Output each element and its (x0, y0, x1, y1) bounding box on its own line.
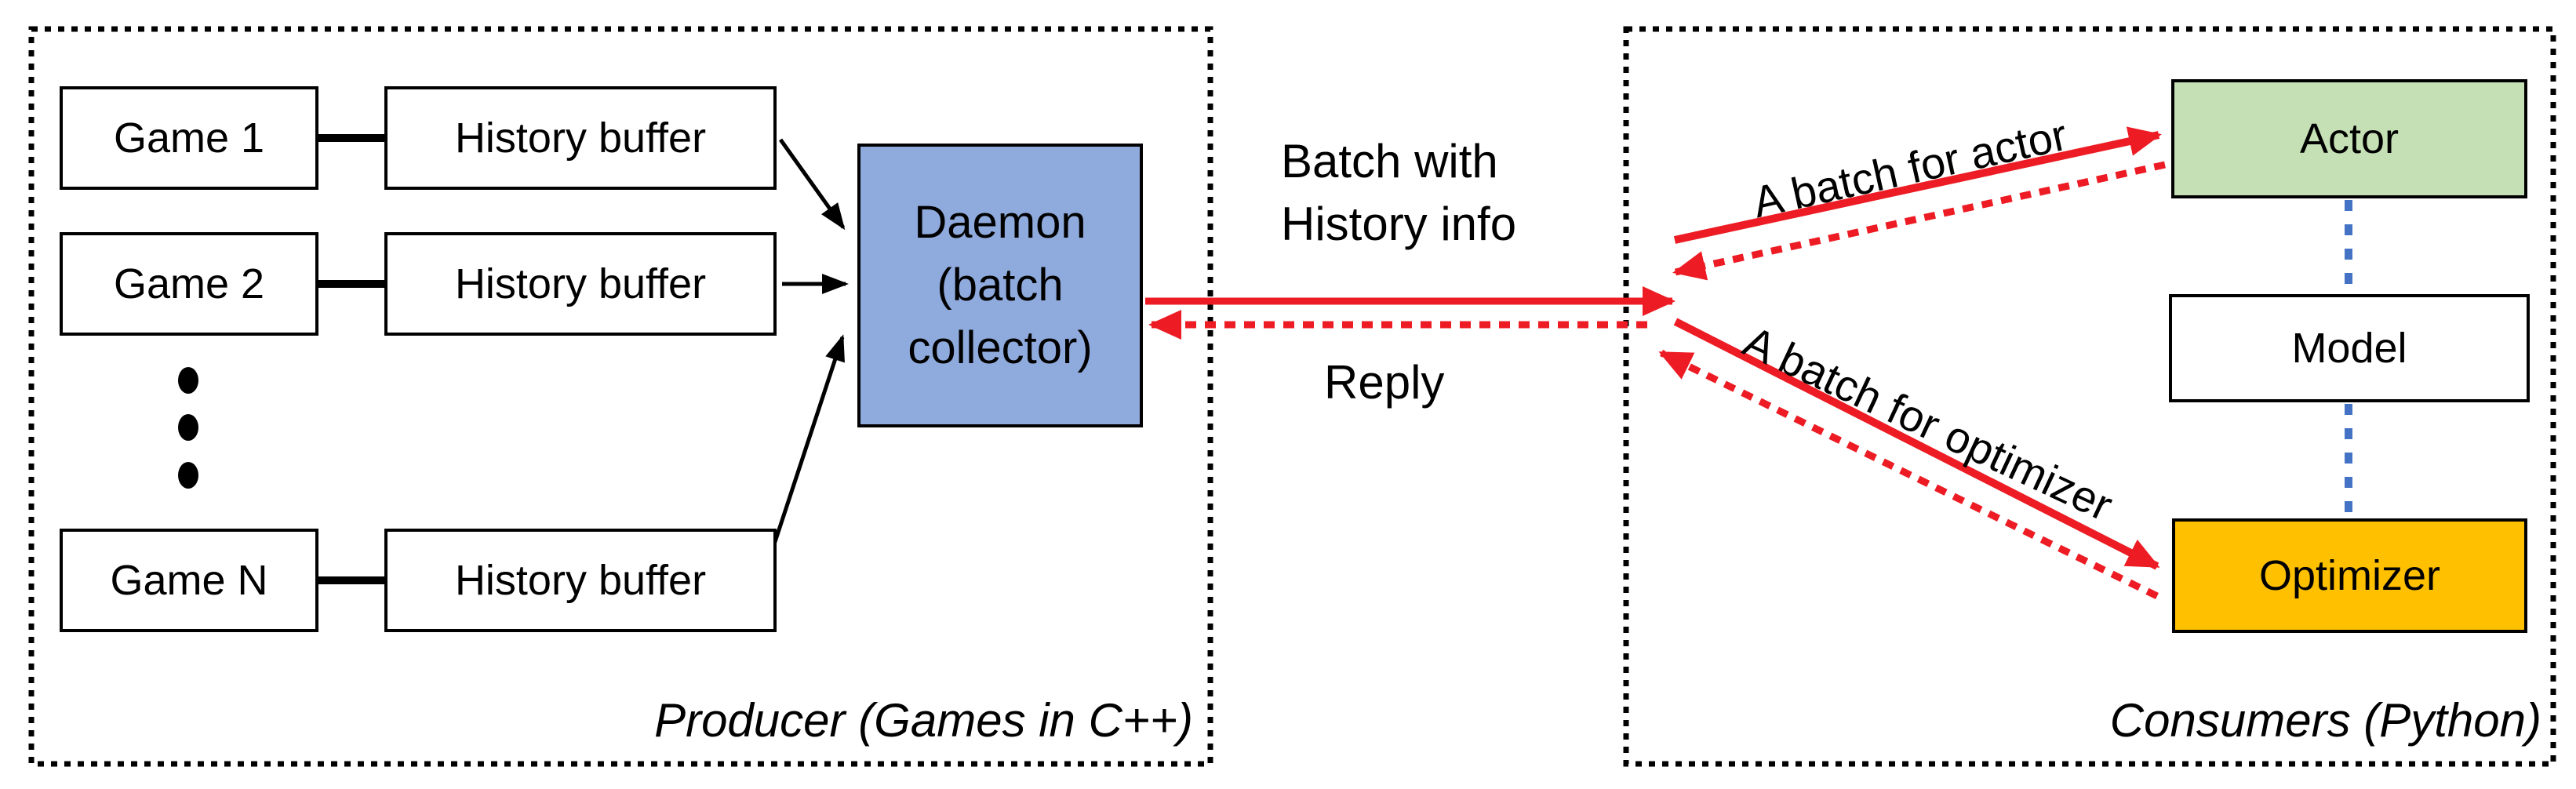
daemon-label-line: collector) (908, 322, 1093, 373)
game-2-box: Game 2 (60, 232, 318, 336)
consumers-zone-title: Consumers (Python) (2109, 694, 2541, 747)
buffer3-daemon-arrow (770, 334, 845, 550)
producer-zone-border (28, 26, 1213, 767)
optimizer-box: Optimizer (2172, 518, 2527, 633)
daemon-box: Daemon (batch collector) (857, 144, 1143, 427)
consumers-zone-border (1623, 26, 2556, 767)
game-n-box: Game N (60, 529, 318, 632)
history-buffer-3-box: History buffer (384, 529, 777, 632)
producer-zone-title: Producer (Games in C++) (654, 694, 1193, 747)
history-buffer-1-box: History buffer (384, 86, 777, 190)
actor-box: Actor (2171, 79, 2527, 198)
reply-label: Reply (1324, 356, 1445, 409)
model-box: Model (2169, 294, 2530, 402)
batch-to-actor-arrow (1673, 126, 2162, 244)
batch-request-label: Batch with History info (1281, 130, 1705, 256)
daemon-label-line: (batch (937, 260, 1064, 311)
batch-to-optimizer-arrow (1673, 318, 2160, 570)
actor-return-arrow (1672, 161, 2166, 281)
batch-request-label-line1: Batch with (1281, 135, 1498, 187)
ellipsis-dots (178, 367, 198, 489)
game-1-box: Game 1 (60, 86, 318, 190)
optimizer-return-arrow (1658, 349, 2159, 600)
history-buffer-2-box: History buffer (384, 232, 777, 336)
batch-request-label-line2: History info (1281, 198, 1517, 250)
buffer1-daemon-arrow (778, 138, 846, 231)
daemon-label-line: Daemon (914, 197, 1086, 248)
